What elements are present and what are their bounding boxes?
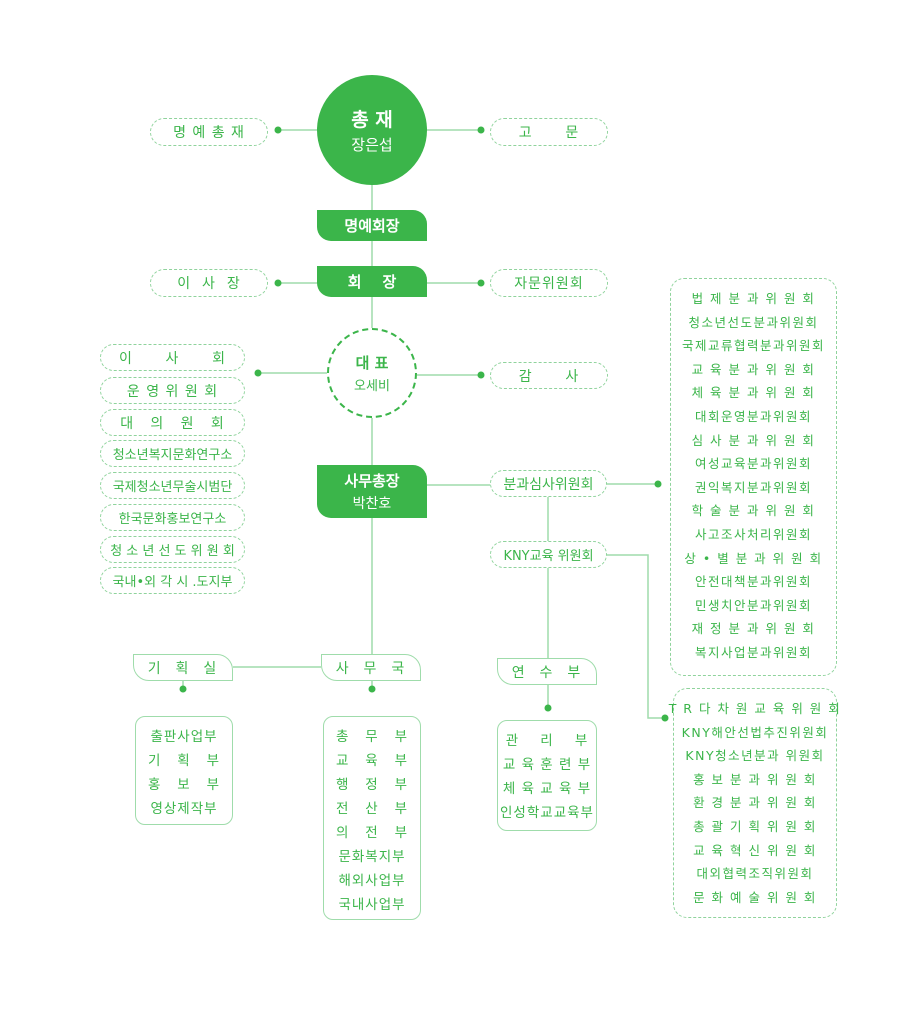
secretariat-node[interactable]: 사 무 국 — [321, 654, 421, 681]
left-group-node[interactable]: 청 소 년 선 도 위 원 회 — [100, 536, 245, 563]
list-item[interactable]: 전 산 부 — [335, 801, 408, 817]
list-item[interactable]: 교 육 부 — [335, 753, 408, 769]
honorary-president-node[interactable]: 명 예 총 재 — [150, 118, 268, 146]
list-item[interactable]: 청소년선도분과위원회 — [688, 314, 819, 330]
left-group-node[interactable]: 운 영 위 원 회 — [100, 377, 245, 404]
left-group-node[interactable]: 국제청소년무술시범단 — [100, 472, 245, 499]
board-chair-node[interactable]: 이 사 장 — [150, 269, 268, 297]
kny-education-node[interactable]: KNY교육 위원회 — [490, 541, 607, 568]
planning-office-list: 출판사업부 기 획 부 홍 보 부 영상제작부 — [135, 716, 233, 825]
list-item[interactable]: 홍 보 분 과 위 원 회 — [693, 771, 817, 787]
advisory-committee-node[interactable]: 자문위원회 — [490, 269, 608, 297]
representative-name: 오세비 — [354, 379, 390, 394]
secretariat-list: 총 무 부 교 육 부 행 정 부 전 산 부 의 전 부 문화복지부 해외사업… — [323, 716, 421, 920]
left-group-node[interactable]: 청소년복지문화연구소 — [100, 440, 245, 467]
left-group-node[interactable]: 대 의 원 회 — [100, 409, 245, 436]
secretary-general-title: 사무총장 — [344, 472, 400, 490]
list-item[interactable]: 체 육 교 육 부 — [502, 781, 592, 797]
list-item[interactable]: 의 전 부 — [335, 825, 408, 841]
list-item[interactable]: 문화복지부 — [338, 849, 406, 865]
list-item[interactable]: 홍 보 부 — [147, 777, 220, 793]
list-item[interactable]: 출판사업부 — [150, 729, 218, 745]
list-item[interactable]: 복지사업분과위원회 — [694, 644, 812, 660]
left-group-node[interactable]: 이 사 회 — [100, 344, 245, 371]
list-item[interactable]: 교 육 분 과 위 원 회 — [691, 361, 816, 377]
list-item[interactable]: 여성교육분과위원회 — [694, 456, 812, 472]
list-item[interactable]: 인성학교교육부 — [500, 805, 594, 821]
list-item[interactable]: 환 경 분 과 위 원 회 — [693, 795, 817, 811]
list-item[interactable]: 문 화 예 술 위 원 회 — [693, 889, 817, 905]
kny-committees-list: T R 다 차 원 교 육 위 원 회 KNY해안선법추진위원회 KNY청소년분… — [669, 688, 840, 918]
list-item[interactable]: 법 제 분 과 위 원 회 — [691, 291, 816, 306]
list-item[interactable]: 국제교류협력분과위원회 — [681, 338, 825, 354]
list-item[interactable]: 기 획 부 — [147, 753, 220, 769]
representative-node[interactable]: 대 표 오세비 — [327, 328, 417, 418]
subcommittees-list: 법 제 분 과 위 원 회 청소년선도분과위원회 국제교류협력분과위원회 교 육… — [670, 278, 837, 676]
list-item[interactable]: 상 • 별 분 과 위 원 회 — [684, 550, 823, 566]
president-node[interactable]: 총 재 장은섭 — [317, 75, 427, 185]
training-node[interactable]: 연 수 부 — [497, 658, 597, 685]
chairman-node[interactable]: 회 장 — [317, 266, 427, 297]
list-item[interactable]: 교 육 훈 련 부 — [502, 757, 592, 773]
list-item[interactable]: 민생치안분과위원회 — [694, 597, 812, 613]
list-item[interactable]: KNY청소년분과 위원회 — [685, 748, 825, 764]
list-item[interactable]: 교 육 혁 신 위 원 회 — [693, 842, 817, 858]
list-item[interactable]: 대외협력조직위원회 — [696, 866, 814, 882]
president-title: 총 재 — [351, 109, 393, 131]
list-item[interactable]: 안전대책분과위원회 — [694, 574, 812, 590]
list-item[interactable]: 총 무 부 — [335, 729, 408, 745]
list-item[interactable]: 영상제작부 — [150, 801, 218, 817]
list-item[interactable]: 국내사업부 — [338, 897, 406, 913]
left-group-node[interactable]: 한국문화홍보연구소 — [100, 504, 245, 531]
list-item[interactable]: 심 사 분 과 위 원 회 — [691, 432, 816, 448]
training-list: 관 리 부 교 육 훈 련 부 체 육 교 육 부 인성학교교육부 — [497, 720, 597, 831]
representative-title: 대 표 — [355, 354, 389, 372]
subcommittee-review-node[interactable]: 분과심사위원회 — [490, 470, 607, 497]
left-group-node[interactable]: 국내•외 각 시 .도지부 — [100, 567, 245, 594]
list-item[interactable]: 학 술 분 과 위 원 회 — [691, 503, 816, 519]
list-item[interactable]: 해외사업부 — [338, 873, 406, 889]
advisor-node[interactable]: 고 문 — [490, 118, 608, 146]
list-item[interactable]: KNY해안선법추진위원회 — [681, 724, 829, 740]
list-item[interactable]: 권익복지분과위원회 — [694, 479, 812, 495]
honorary-chairman-node[interactable]: 명예회장 — [317, 210, 427, 241]
auditor-node[interactable]: 감 사 — [490, 362, 608, 389]
secretary-general-name: 박찬호 — [352, 496, 392, 512]
president-name: 장은섭 — [351, 136, 393, 154]
list-item[interactable]: 체 육 분 과 위 원 회 — [691, 385, 816, 401]
list-item[interactable]: 행 정 부 — [335, 777, 408, 793]
list-item[interactable]: 사고조사처리위원회 — [694, 526, 812, 542]
planning-office-node[interactable]: 기 획 실 — [133, 654, 233, 681]
list-item[interactable]: 대회운영분과위원회 — [694, 408, 812, 424]
secretary-general-node[interactable]: 사무총장 박찬호 — [317, 465, 427, 518]
list-item[interactable]: 총 괄 기 획 위 원 회 — [693, 818, 817, 834]
list-item[interactable]: 재 정 분 과 위 원 회 — [691, 621, 816, 637]
list-item[interactable]: T R 다 차 원 교 육 위 원 회 — [668, 701, 842, 716]
list-item[interactable]: 관 리 부 — [505, 733, 589, 749]
